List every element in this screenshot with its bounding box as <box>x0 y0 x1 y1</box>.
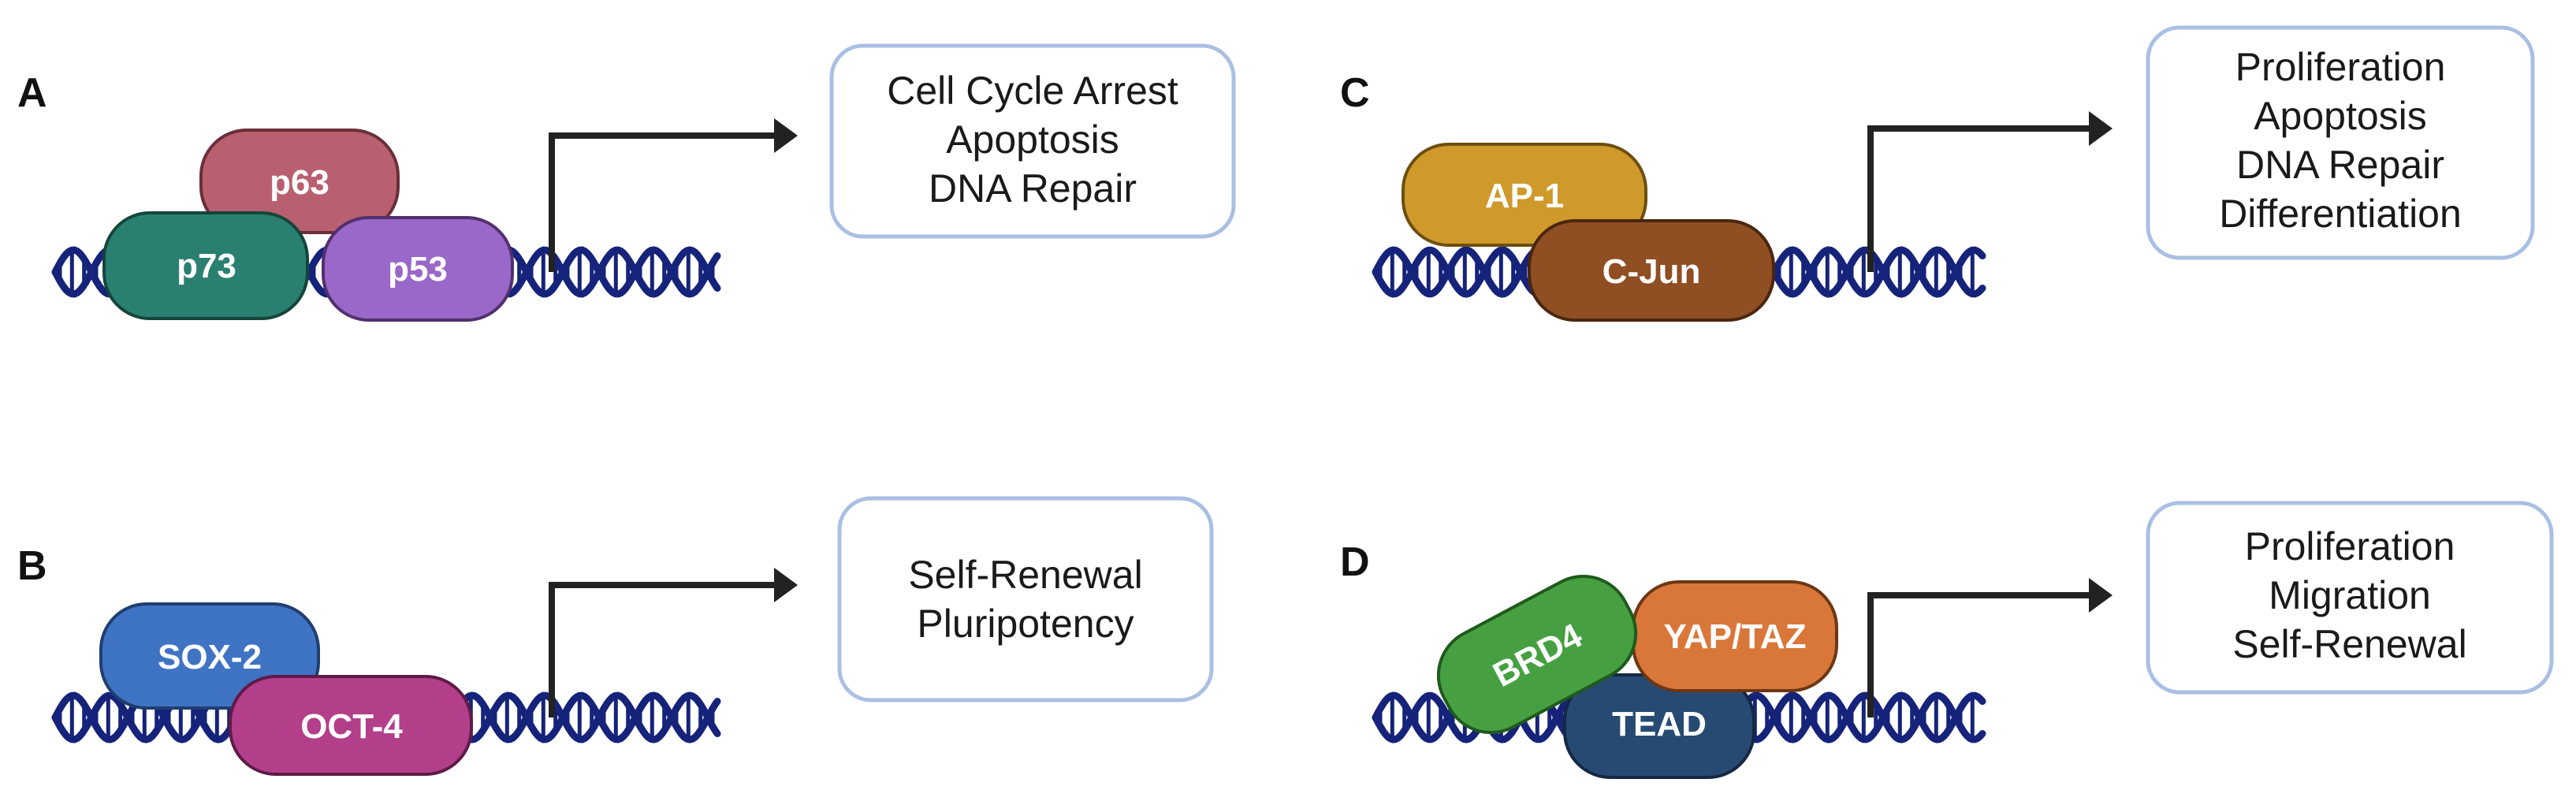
outcome-b-2: Pluripotency <box>917 602 1134 646</box>
outcome-box-d <box>2146 501 2554 695</box>
outcome-a-2: Apoptosis <box>946 117 1119 162</box>
outcome-a-3: DNA Repair <box>929 166 1137 211</box>
yaptaz-label: YAP/TAZ <box>1664 617 1807 656</box>
factor-oct4: OCT-4 <box>229 675 473 776</box>
outcome-c-1: Proliferation <box>2235 45 2446 89</box>
panel-d: D TEAD YAP/TAZ BRD4 Proliferation Migrat… <box>1340 501 2554 779</box>
p73-label: p73 <box>177 247 236 285</box>
sox2-label: SOX-2 <box>158 638 262 676</box>
factor-brd4: BRD4 <box>1436 574 1638 735</box>
tead-label: TEAD <box>1612 705 1707 744</box>
oct4-shape <box>229 675 473 776</box>
arrowhead-a <box>774 118 798 153</box>
outcome-box-c <box>2146 25 2535 260</box>
outcome-c-3: DNA Repair <box>2236 143 2444 187</box>
factor-p63: p63 <box>199 129 400 234</box>
factor-p53: p53 <box>322 216 514 322</box>
p53-shape <box>322 216 514 322</box>
promoter-arrow-c <box>1867 125 2103 272</box>
outcome-box-b <box>837 496 1214 703</box>
promoter-arrow-d <box>1867 592 2103 717</box>
oct4-label: OCT-4 <box>300 707 403 746</box>
promoter-arrow-a <box>549 132 788 272</box>
panel-letter-d: D <box>1340 539 1370 585</box>
panel-letter-b: B <box>17 543 47 589</box>
factor-p73: p73 <box>102 211 309 320</box>
p63-label: p63 <box>270 163 329 202</box>
panel-letter-a: A <box>17 70 47 116</box>
p73-shape <box>102 211 309 320</box>
brd4-shape <box>1436 574 1638 735</box>
outcome-d-2: Migration <box>2269 573 2431 617</box>
ap1-label: AP-1 <box>1485 177 1564 215</box>
promoter-arrow-b <box>549 582 788 717</box>
factor-yaptaz: YAP/TAZ <box>1632 580 1838 692</box>
outcome-d-3: Self-Renewal <box>2232 622 2466 666</box>
cjun-shape <box>1528 219 1775 322</box>
outcome-box-a <box>829 43 1236 239</box>
arrowhead-b <box>774 568 798 602</box>
arrowhead-c <box>2089 111 2113 146</box>
panel-b: B SOX-2 OCT-4 Self-Renewal Pluripotency <box>17 496 1214 776</box>
panel-a: A p63 p73 p53 Cell Cycle Arrest Apoptosi… <box>17 43 1236 322</box>
panel-c: C AP-1 C-Jun Proliferation Apoptosis DNA… <box>1340 25 2535 322</box>
outcome-a-1: Cell Cycle Arrest <box>887 69 1178 113</box>
outcome-b-1: Self-Renewal <box>908 553 1142 597</box>
panel-letter-c: C <box>1340 70 1370 116</box>
outcome-c-2: Apoptosis <box>2254 94 2427 138</box>
factor-cjun: C-Jun <box>1528 219 1775 322</box>
arrowhead-d <box>2089 578 2113 613</box>
outcome-c-4: Differentiation <box>2219 192 2462 236</box>
cjun-label: C-Jun <box>1603 252 1701 291</box>
outcome-d-1: Proliferation <box>2245 524 2455 568</box>
p53-label: p53 <box>388 250 448 289</box>
